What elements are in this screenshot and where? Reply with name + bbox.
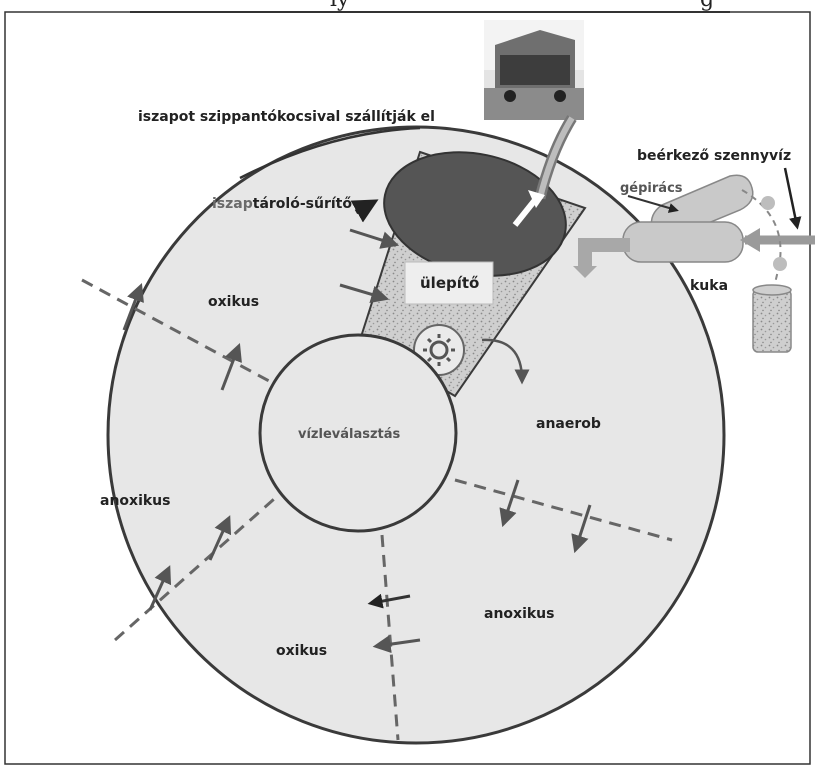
arrow-oxic-top-1 <box>122 282 144 331</box>
screenings-blob-2 <box>773 257 787 271</box>
arrow-dark-short <box>367 593 411 609</box>
screenings-blob-1 <box>761 196 775 210</box>
incoming-wastewater-label: beérkező szennyvíz <box>637 148 791 164</box>
screen-label: gépirács <box>620 181 683 196</box>
divider-lower-left <box>114 490 283 642</box>
bin-label: kuka <box>690 278 728 294</box>
screen-unit <box>622 174 754 263</box>
settler-inflow-arrows <box>339 228 400 304</box>
zone-label-anaerobic: anaerob <box>536 416 601 432</box>
arrow-anoxic-left-1 <box>148 565 172 611</box>
settler-outflow-arrow <box>481 338 530 385</box>
divider-right <box>454 478 673 542</box>
sludge-tank-label: iszaptároló-sűrítő <box>212 196 352 212</box>
settler-label: ülepítő <box>420 274 479 292</box>
outflow-elbow-pipe <box>578 238 630 268</box>
vacuum-truck-photo <box>484 20 584 120</box>
zone-label-anoxic-right: anoxikus <box>484 606 554 622</box>
incoming-wastewater-arrow <box>783 167 802 230</box>
arrow-oxic-top-2 <box>220 342 242 391</box>
divider-upper-left <box>81 278 283 390</box>
incoming-pipe-head <box>740 228 760 252</box>
sludge-tank-pointer <box>350 199 379 223</box>
header-fragment: ly <box>330 0 350 12</box>
outflow-pipe-head <box>573 266 597 278</box>
settler-label-box <box>404 261 494 305</box>
sludge-tank-label-a: iszap <box>212 196 253 212</box>
inflow-arrow-1 <box>349 228 400 249</box>
zone-label-oxic-bottom: oxikus <box>276 643 327 659</box>
screen-lower-cylinder <box>622 221 744 263</box>
arrow-anoxic-right-2 <box>571 504 592 554</box>
header-fragment-end: g <box>700 0 714 12</box>
suction-hose-inner <box>537 116 575 199</box>
inflow-arrow-2 <box>339 283 390 304</box>
sludge-transport-label: iszapot szippantókocsival szállítják el <box>138 109 435 125</box>
water-separation-circle <box>258 333 458 533</box>
hose-white-arrowhead <box>528 190 545 208</box>
screen-pointer-arrow <box>627 195 679 213</box>
arrow-anoxic-left-2 <box>208 515 232 561</box>
zone-label-oxic-top: oxikus <box>208 294 259 310</box>
gear-icon <box>423 334 455 366</box>
zone-label-anoxic-left: anoxikus <box>100 493 170 509</box>
bin-icon <box>752 284 792 353</box>
rim-highlight <box>239 126 421 180</box>
zone-arrows <box>122 282 592 654</box>
sludge-tank-label-b: tároló-sűrítő <box>253 196 353 212</box>
water-separation-label: vízleválasztás <box>298 427 401 442</box>
arrow-oxic-bottom <box>372 635 421 654</box>
arrow-anoxic-right-1 <box>499 479 520 528</box>
hose-white-arrow <box>512 198 538 227</box>
